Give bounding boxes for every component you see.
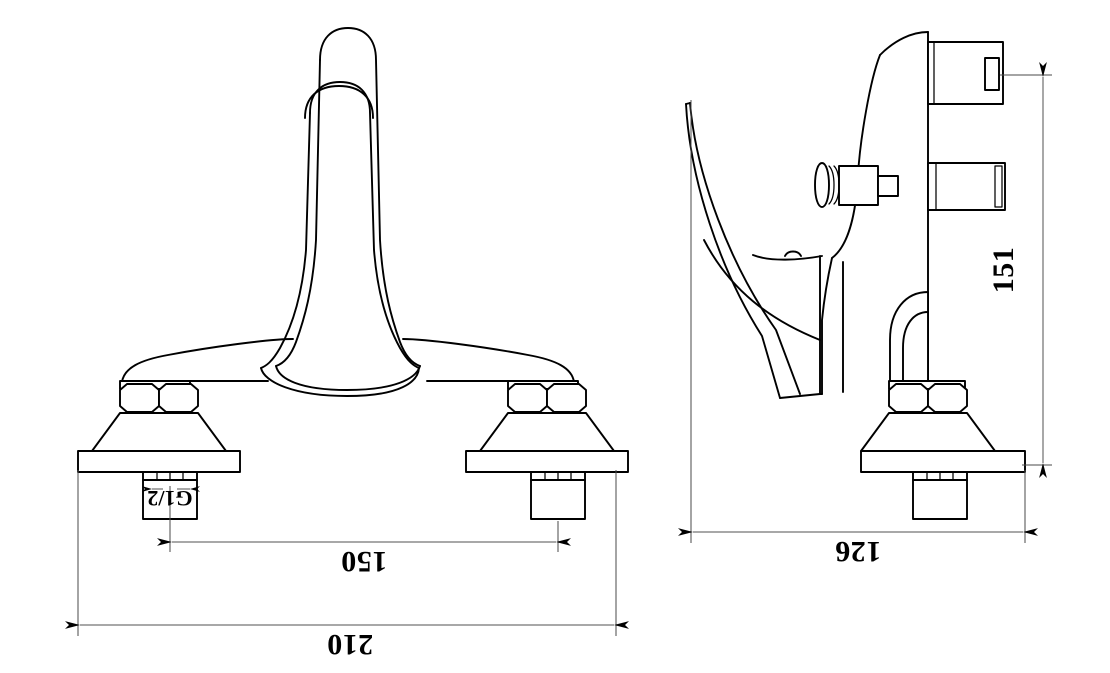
front-handle-inner-left: [260, 112, 311, 369]
front-left-valve-assembly: [77, 380, 241, 520]
dimension-151-text: 151: [987, 247, 1020, 294]
side-lever-blade-outer: [689, 102, 801, 395]
side-elevation-view: [685, 31, 1026, 520]
side-lever-shoulder: [752, 254, 823, 261]
front-handle-inner: [309, 81, 420, 369]
thread-callout-group: G1/2: [142, 486, 200, 511]
side-dome-inner: [902, 311, 929, 386]
side-body-front-curve: [831, 54, 881, 259]
side-mid-boss: [927, 162, 1006, 211]
front-right-base-plate: [465, 450, 629, 473]
side-hexnut-a: [888, 383, 929, 413]
side-top-boss: [927, 41, 1004, 105]
side-valve-assembly: [860, 380, 1026, 520]
side-body-lower-front: [821, 257, 833, 395]
dimension-126-text: 126: [835, 535, 882, 568]
side-knob-ring-1: [828, 165, 835, 205]
front-elevation-view: [77, 27, 629, 520]
side-dome-outer: [889, 291, 929, 386]
dimension-210-group: 210: [65, 470, 629, 661]
side-knob-stem: [877, 175, 899, 197]
side-thread-stub: [912, 479, 968, 520]
side-lever-bump: [784, 250, 802, 257]
side-lever-blade-inner: [685, 103, 781, 399]
front-right-thread-stub: [530, 479, 586, 520]
front-left-cone-flange: [91, 412, 227, 452]
front-right-hexnut-a: [507, 383, 548, 413]
dimension-126-group: 126: [678, 100, 1038, 568]
front-right-valve-assembly: [465, 380, 629, 520]
front-spout-loop-outer: [275, 365, 421, 391]
side-base-plate: [860, 450, 1026, 473]
dimension-151-group: 151: [987, 62, 1052, 478]
side-lever-crease: [703, 239, 821, 341]
front-handle-outer: [319, 27, 421, 367]
front-body-left-wing: [121, 338, 294, 389]
dimension-150-text: 150: [341, 545, 388, 578]
front-handle-inner-highlight: [304, 85, 374, 119]
side-lever-blade-tip: [779, 393, 821, 399]
front-body-right-wing: [402, 338, 575, 389]
front-handle-outer-left: [275, 59, 321, 367]
side-hexnut-b: [927, 383, 968, 413]
side-knob-barrel: [838, 165, 879, 206]
front-left-base-plate: [77, 450, 241, 473]
front-left-hexnut-b: [158, 383, 199, 413]
side-body-top-curve: [879, 31, 929, 56]
side-knob-cap-outer: [814, 162, 830, 208]
dimension-210-text: 210: [327, 628, 374, 661]
side-knob-assembly: [814, 162, 899, 208]
side-mid-boss-inner: [994, 165, 1003, 208]
front-right-cone-flange: [479, 412, 615, 452]
front-left-hexnut-a: [119, 383, 160, 413]
side-lever-blade-top: [685, 102, 691, 105]
side-mid-boss-outer: [927, 162, 1006, 211]
dimension-150-group: 150: [157, 486, 571, 578]
front-spout-loop-inner: [260, 367, 420, 397]
side-top-boss-inner: [984, 57, 1000, 91]
front-right-hexnut-b: [546, 383, 587, 413]
thread-callout-text: G1/2: [147, 486, 192, 511]
side-cone-flange: [860, 412, 996, 452]
